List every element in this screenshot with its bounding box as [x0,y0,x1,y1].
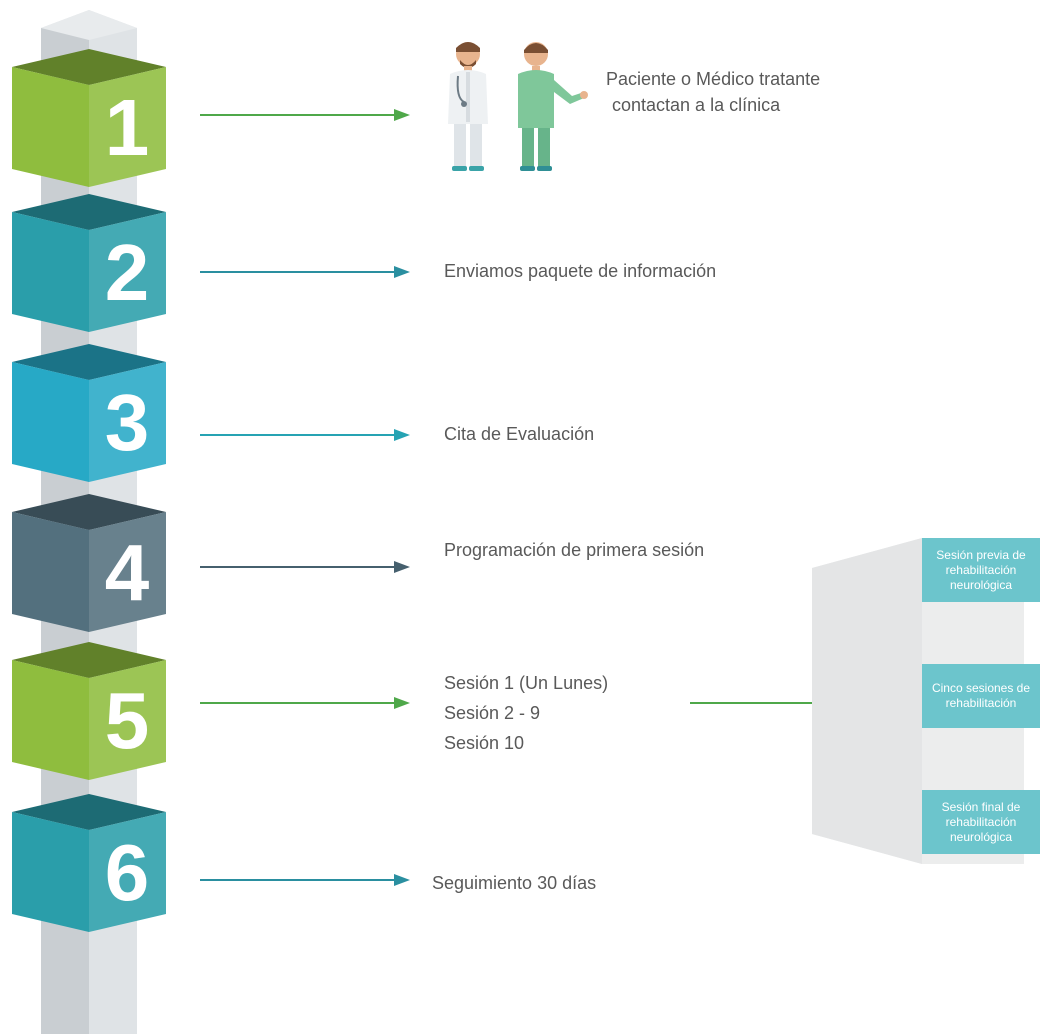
session-box-previous-line1: Sesión previa de [936,547,1026,562]
step-number: 6 [105,828,150,917]
step4-label: Programación de primera sesión [444,540,705,560]
step-cube-5: 5 [12,642,166,780]
arrow-head [394,266,410,278]
step-cube-4: 4 [12,494,166,632]
step-cube-3: 3 [12,344,166,482]
session-box-previous-line2: rehabilitación [945,562,1017,577]
nurse-icon [518,42,588,171]
step-number: 2 [105,228,150,317]
cube-left-face [12,812,89,932]
cube-left-face [12,660,89,780]
arrow-head [394,697,410,709]
step-number: 3 [105,378,150,467]
cube-right-face [89,212,166,332]
step5-line3: Sesión 10 [444,733,525,753]
step-arrow-3 [200,429,410,441]
cube-left-face [12,67,89,187]
step-arrow-2 [200,266,410,278]
step-arrows [200,109,838,886]
session-box-previous-line3: neurológica [949,577,1013,592]
session-box-five-line2: rehabilitación [945,696,1017,710]
step-arrow-4 [200,561,410,573]
step6-label: Seguimiento 30 días [432,873,597,893]
cube-right-face [89,362,166,482]
session-box-final: Sesión final de rehabilitación neurológi… [922,790,1040,854]
step-cube-2: 2 [12,194,166,332]
step3-label: Cita de Evaluación [444,424,595,444]
arrow-head [394,874,410,886]
session-box-five: Cinco sesiones de rehabilitación [922,664,1040,728]
doctor-icon [448,42,488,171]
session-box-previous: Sesión previa de rehabilitación neurológ… [922,538,1040,602]
cube-left-face [12,512,89,632]
cube-right-face [89,660,166,780]
cube-right-face [89,67,166,187]
step1-label: Paciente o Médico tratante contactan a l… [606,66,820,118]
session-box-final-line1: Sesión final de [941,799,1021,814]
step1-line1: Paciente o Médico tratante [606,69,821,89]
step-cube-1: 1 [12,49,166,187]
cube-right-face [89,812,166,932]
session-box-final-line3: neurológica [949,829,1013,844]
step-arrow-1 [200,109,410,121]
step-cubes: 1 2 3 4 5 6 [12,49,166,932]
step-arrow-6 [200,874,410,886]
arrow-head [394,429,410,441]
cube-left-face [12,362,89,482]
step-number: 5 [105,676,150,765]
step-number: 1 [105,83,150,172]
step5-line2: Sesión 2 - 9 [444,703,541,723]
step1-line2: contactan a la clínica [612,95,781,115]
arrow-head [394,561,410,573]
session-box-final-line2: rehabilitación [945,814,1017,829]
step5-label: Sesión 1 (Un Lunes) Sesión 2 - 9 Sesión … [444,668,608,758]
step-arrow-5 [200,697,410,709]
step5-line1: Sesión 1 (Un Lunes) [444,673,609,693]
session-box-five-line1: Cinco sesiones de [931,681,1031,695]
arrow-head [394,109,410,121]
step-cube-6: 6 [12,794,166,932]
step2-label: Enviamos paquete de información [444,261,717,281]
step-number: 4 [105,528,150,617]
cube-right-face [89,512,166,632]
cube-left-face [12,212,89,332]
sessions-panel [812,538,1024,864]
